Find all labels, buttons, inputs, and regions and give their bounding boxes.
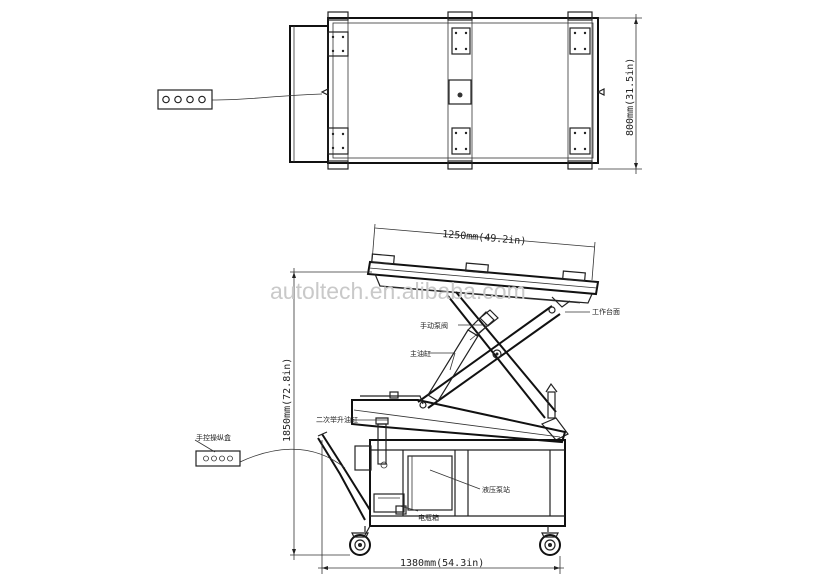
dim-base-length: 1380mm(54.3in) [400,558,484,569]
side-view: 1250mm(49.2in) [194,223,620,574]
top-pendant-controller [157,89,213,110]
label-platform: 工作台面 [592,307,620,316]
battery-box [373,493,405,513]
label-controller: 手控操纵盒 [196,433,231,442]
wheels [349,526,561,556]
label-secondary-cylinder: 二次举升油缸 [316,415,358,424]
push-handle [289,25,328,163]
label-battery: 电瓶箱 [418,513,439,522]
rear-handle [317,431,372,536]
scissor-arms [417,291,561,419]
top-view: 800mm(31.5in) [157,11,642,174]
label-hand-pump: 手动泵阀 [420,321,448,330]
top-cable [211,93,323,101]
watermark: autoltech.en.alibaba.com [270,278,526,304]
side-cable [239,448,346,469]
right-strut [541,382,569,441]
base-frame [369,417,566,527]
label-main-cylinder: 主油缸 [410,349,431,358]
top-platform-outline [327,17,599,164]
dim-overall-height: 1850mm(72.8in) [282,358,293,442]
center-control-box [448,79,472,105]
dim-top-height: 800mm(31.5in) [625,58,636,136]
dim-platform-length: 1250mm(49.2in) [442,229,527,247]
side-pendant-controller [195,450,241,467]
lower-deck [351,391,567,444]
label-leaders [194,311,590,512]
mount-pads [327,27,591,155]
label-hydraulic-station: 液压泵站 [482,485,510,494]
upper-platform [366,253,600,308]
